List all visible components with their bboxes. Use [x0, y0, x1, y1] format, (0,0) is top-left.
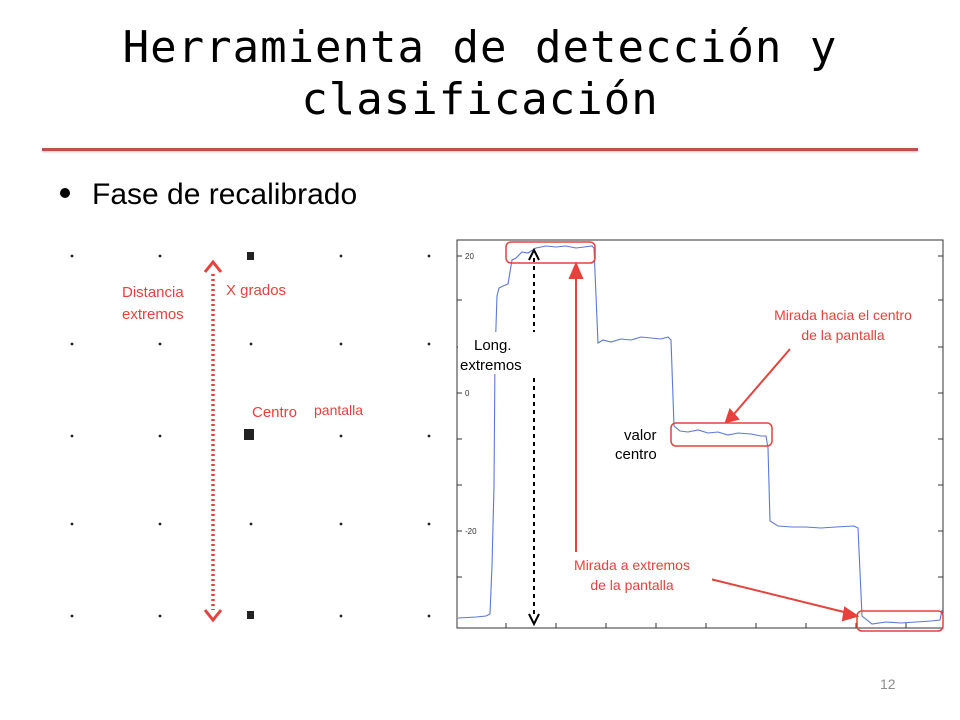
- grid-dot: [158, 522, 162, 526]
- grid-dot: [70, 254, 74, 258]
- arrow-to-top-box: [568, 261, 584, 552]
- calibration-target-top: [247, 252, 254, 260]
- annotation-centro-line2: de la pantalla: [801, 327, 885, 343]
- arrow-to-center-box: [724, 348, 791, 424]
- signal-line: [457, 245, 943, 625]
- grid-points: [70, 252, 431, 619]
- grid-dot: [339, 342, 343, 346]
- x-ticks: [505, 623, 907, 628]
- signal-plot-figure: 20 0 -20 Long. extremos valor centro Mir…: [456, 239, 944, 632]
- label-bg-annot-centro: [748, 302, 938, 348]
- grid-dot: [70, 342, 74, 346]
- highlight-box-top: [505, 241, 596, 264]
- title-line-1: Herramienta de detección y: [122, 22, 838, 73]
- tick-label-minus-20: -20: [465, 527, 477, 536]
- label-long: Long.: [474, 337, 512, 354]
- label-centro-value: centro: [615, 446, 657, 463]
- label-centro: Centro: [252, 404, 297, 421]
- tick-label-0: 0: [465, 389, 470, 398]
- calibration-target-bottom: [247, 611, 254, 619]
- arrow-to-bottom-box: [693, 574, 860, 622]
- slide-number: 12: [880, 676, 896, 692]
- grid-dot: [158, 434, 162, 438]
- grid-dot: [427, 254, 431, 258]
- grid-dot: [70, 434, 74, 438]
- grid-dot: [339, 614, 343, 618]
- slide-title: Herramienta de detección y clasificación: [40, 22, 920, 126]
- label-bg-annot-extremos: [552, 552, 712, 598]
- tick-label-20: 20: [465, 252, 474, 261]
- label-bg-long: [458, 332, 538, 374]
- highlight-box-bottom: [856, 610, 944, 632]
- bullet-text: Fase de recalibrado: [92, 178, 358, 211]
- label-valor: valor: [624, 427, 657, 444]
- bullet-item: Fase de recalibrado: [60, 178, 357, 212]
- grid-dot: [339, 254, 343, 258]
- annotation-extremos-line1: Mirada a extremos: [574, 557, 690, 573]
- label-long-extremos: extremos: [460, 357, 522, 374]
- grid-dot: [70, 522, 74, 526]
- bullet-dot-icon: [60, 188, 70, 199]
- grid-dot: [427, 614, 431, 618]
- y-ticks-right: [938, 255, 943, 578]
- annotation-centro-line1: Mirada hacia el centro: [774, 307, 912, 323]
- label-x-grados: X grados: [226, 282, 286, 299]
- grid-dot: [339, 522, 343, 526]
- highlight-box-center: [670, 422, 773, 447]
- grid-dot: [70, 614, 74, 618]
- grid-dot: [158, 614, 162, 618]
- grid-dot: [158, 254, 162, 258]
- label-bg-valor: [614, 422, 669, 464]
- grid-dot: [249, 342, 253, 346]
- label-pantalla: pantalla: [314, 402, 363, 418]
- grid-dot: [339, 434, 343, 438]
- calibration-grid-figure: Distancia extremos X grados Centro panta…: [70, 252, 431, 623]
- label-distancia: Distancia: [122, 284, 184, 301]
- distance-double-arrow: [203, 259, 223, 623]
- grid-dot: [249, 522, 253, 526]
- title-line-2: clasificación: [301, 74, 659, 125]
- grid-dot: [427, 342, 431, 346]
- title-divider: [42, 148, 918, 151]
- grid-dot: [427, 522, 431, 526]
- calibration-target-center: [244, 429, 254, 440]
- long-extremos-double-arrow: [528, 247, 540, 627]
- label-extremos: extremos: [122, 306, 184, 323]
- grid-dot: [158, 342, 162, 346]
- grid-dot: [427, 434, 431, 438]
- annotation-extremos-line2: de la pantalla: [590, 577, 674, 593]
